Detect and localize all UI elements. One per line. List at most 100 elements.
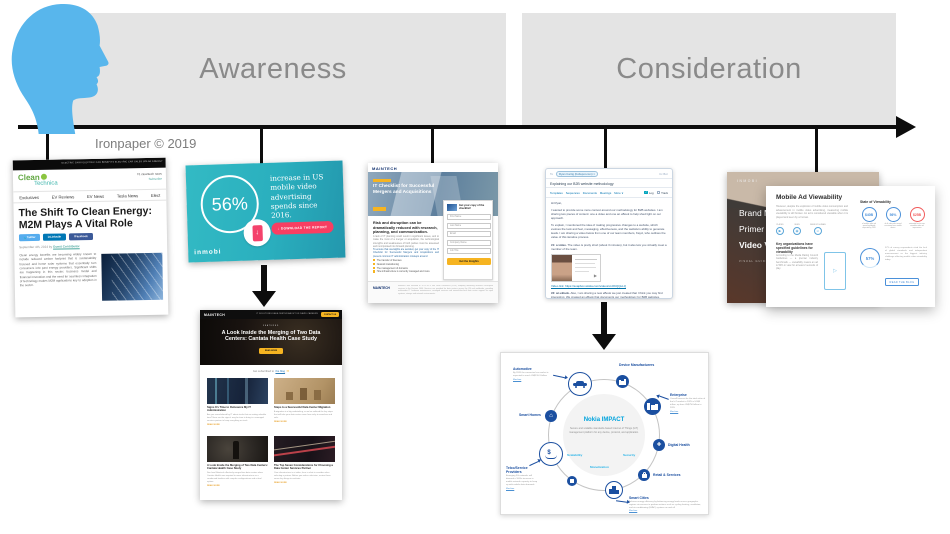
subscribe-link[interactable]: Subscribe — [148, 176, 163, 181]
byline-author-link[interactable]: Guest Contributor — [53, 244, 80, 249]
article-photo — [101, 252, 164, 301]
nav-item-ev-reviews[interactable]: EV Reviews — [51, 193, 75, 200]
retail-services-node — [638, 469, 650, 481]
blog-card-title: The Top Seven Considerations for Choosin… — [274, 464, 333, 471]
stat-caption: estimated lost to non-viewable video ad … — [908, 223, 926, 230]
log-checkbox[interactable]: ✓Log — [644, 190, 654, 195]
stat-share: 56% of all video ads served are viewed o… — [884, 207, 902, 230]
remove-recipient-icon[interactable]: × — [593, 171, 595, 176]
first-name-field[interactable]: First Name — [447, 214, 491, 220]
city-icon — [609, 486, 619, 494]
download-report-button[interactable]: ↓ DOWNLOAD THE REPORT — [271, 220, 334, 235]
recipient-name: Ryan Carrig (hubspot.com) — [559, 171, 593, 176]
blog-card-read-more[interactable]: READ MORE — [207, 424, 220, 427]
play-circle-icon: ▶ — [776, 227, 784, 235]
email-video-link[interactable]: Video link: https://soapbox.wistia.com/v… — [551, 283, 626, 288]
lp-heading: Risk and disruption can be dramatically … — [373, 221, 438, 235]
blog-card[interactable]: The Top Seven Considerations for Choosin… — [274, 436, 335, 492]
form-submit-button[interactable]: Get the Insights — [447, 258, 491, 265]
stat-value: $25B — [912, 212, 922, 217]
article-body-text: Clean energy benefits are becoming widel… — [19, 251, 97, 288]
blog-card-read-more[interactable]: READ MORE — [274, 420, 287, 423]
cleantechnica-logo-sub: Technica — [34, 180, 58, 187]
seen-by-human-label: SEEN BY HUMAN — [810, 224, 826, 226]
telco-text: Emerging 5G networks will demand a 1000x… — [506, 475, 538, 487]
topbar-links[interactable]: ELECTRIC CARS ELECTRIC CAR BENEFITS ELEC… — [61, 160, 163, 165]
smart-cities-label: Smart Cities — [629, 496, 649, 500]
timeline-arrowhead-icon — [896, 116, 916, 138]
blog-card-image-servers — [207, 378, 268, 404]
video-thumbnail[interactable]: ▶ — [551, 253, 601, 282]
stat-spend: $40B of mobile video ad spend worldwide … — [860, 207, 878, 230]
templates-tool[interactable]: Templates — [550, 190, 563, 195]
survey-percent-circle: 57% — [860, 248, 880, 268]
awareness-label: Awareness — [199, 52, 347, 85]
blog-card-desc: Your infrastructure is at stake; here is… — [274, 472, 331, 480]
iot-device-node — [567, 476, 577, 486]
checkbox-checked-icon: ✓ — [644, 190, 648, 195]
blog-card[interactable]: Steps to a Successful Data Center Migrat… — [274, 378, 335, 432]
phone-badge: ↓ — [243, 218, 272, 247]
meetings-tool[interactable]: Meetings — [599, 190, 612, 195]
smart-cities-text: Achieve energy efficiency by balancing e… — [629, 500, 701, 509]
cc-bcc-links[interactable]: Cc Bcc — [659, 172, 668, 176]
hero-tag — [373, 179, 391, 182]
facebook-share-button[interactable]: f Facebook — [68, 232, 94, 241]
blog-card-image-traffic — [274, 436, 335, 462]
machina-source-link[interactable]: Machina — [629, 509, 638, 512]
subscribe-blog-link[interactable]: the blog — [275, 369, 286, 373]
form-thumb-image — [447, 204, 457, 211]
nav-item-ev-news[interactable]: EV News — [86, 193, 105, 199]
documents-tool[interactable]: Documents — [582, 190, 597, 195]
stat-value: 56% — [889, 212, 897, 217]
money-hand-icon: $ — [545, 450, 557, 459]
nav-item-exclusives[interactable]: Exclusives — [19, 194, 40, 200]
email-subject-row[interactable]: Explaining our B2B website methodology — [546, 179, 672, 188]
sales-email-thumbnail: To Ryan Carrig (hubspot.com) × Cc Bcc Ex… — [545, 168, 673, 299]
company-name-field[interactable]: Company Name — [447, 239, 491, 246]
more-tool[interactable]: More ∨ — [614, 190, 624, 195]
machina-source-link[interactable]: Machina — [670, 410, 679, 413]
hero-read-more-button[interactable]: READ MORE — [259, 348, 283, 354]
stat-circle-blue: 56% — [885, 207, 901, 222]
inmobi-logo: inmobi — [194, 248, 222, 257]
blog-card-read-more[interactable]: READ MORE — [274, 482, 287, 485]
recipient-chip[interactable]: Ryan Carrig (hubspot.com) × — [556, 171, 598, 177]
blog-nav[interactable]: IT SOLUTIONS DATA CENTER ABOUT US NEWS C… — [256, 313, 318, 316]
sequences-tool[interactable]: Sequences — [565, 190, 580, 195]
blog-card[interactable]: Signs It's Time to Outsource My IT Admin… — [207, 378, 268, 432]
form-title: Get your copy of the checklist! — [459, 204, 485, 211]
automotive-callout: Automotive By 2020 the connected car mar… — [513, 367, 555, 381]
timeline-tick — [815, 127, 818, 175]
track-checkbox[interactable]: Track — [656, 190, 668, 195]
read-blog-button[interactable]: READ THE BLOG — [885, 278, 919, 286]
played-icon-group: PLAYED ▶ — [776, 224, 784, 235]
email-field[interactable]: Email — [447, 231, 491, 237]
blog-card-image-chess — [207, 436, 268, 462]
nav-item-tesla-news[interactable]: Tesla News — [116, 192, 139, 199]
leaf-icon — [40, 173, 47, 180]
bullet-text: Network transitioning — [376, 262, 400, 266]
email-to-row: To Ryan Carrig (hubspot.com) × Cc Bcc — [546, 169, 672, 179]
blog-logo[interactable]: MAINTECH — [204, 312, 226, 317]
blog-card[interactable]: A Look Inside the Merging of Two Data Ce… — [207, 436, 268, 492]
machina-source-link[interactable]: Machina — [513, 379, 522, 382]
email-body[interactable]: Hi Ryan, I wanted to provide some more c… — [551, 201, 668, 298]
bullet-item: The management of domains — [373, 266, 439, 271]
twitter-share-button[interactable]: 🐦 Twitter — [18, 233, 41, 242]
maintech-logo[interactable]: MAINTECH — [372, 165, 398, 171]
machina-source-link[interactable]: Machina — [506, 488, 515, 491]
linkedin-share-button[interactable]: in LinkedIn — [42, 233, 67, 241]
nav-item-elect[interactable]: Elect — [150, 192, 161, 198]
blog-card-desc: Are you overwhelmed by IT admin tasks th… — [207, 414, 267, 422]
last-name-field[interactable]: Last Name — [447, 222, 491, 229]
timeline-tick — [431, 127, 434, 164]
job-title-select[interactable]: Job Title — [447, 248, 491, 254]
email-bold: #2: an eBook. — [551, 290, 570, 295]
contact-us-button[interactable]: CONTACT US — [321, 312, 339, 317]
blog-card-desc: A migration is a big undertaking, so we'… — [274, 410, 333, 419]
email-greeting: Hi Ryan, — [551, 201, 563, 205]
checkbox-empty-icon — [656, 190, 661, 195]
blog-card-read-more[interactable]: READ MORE — [207, 485, 220, 487]
infographic-intro: However, despite the explosion of mobile… — [776, 205, 848, 219]
